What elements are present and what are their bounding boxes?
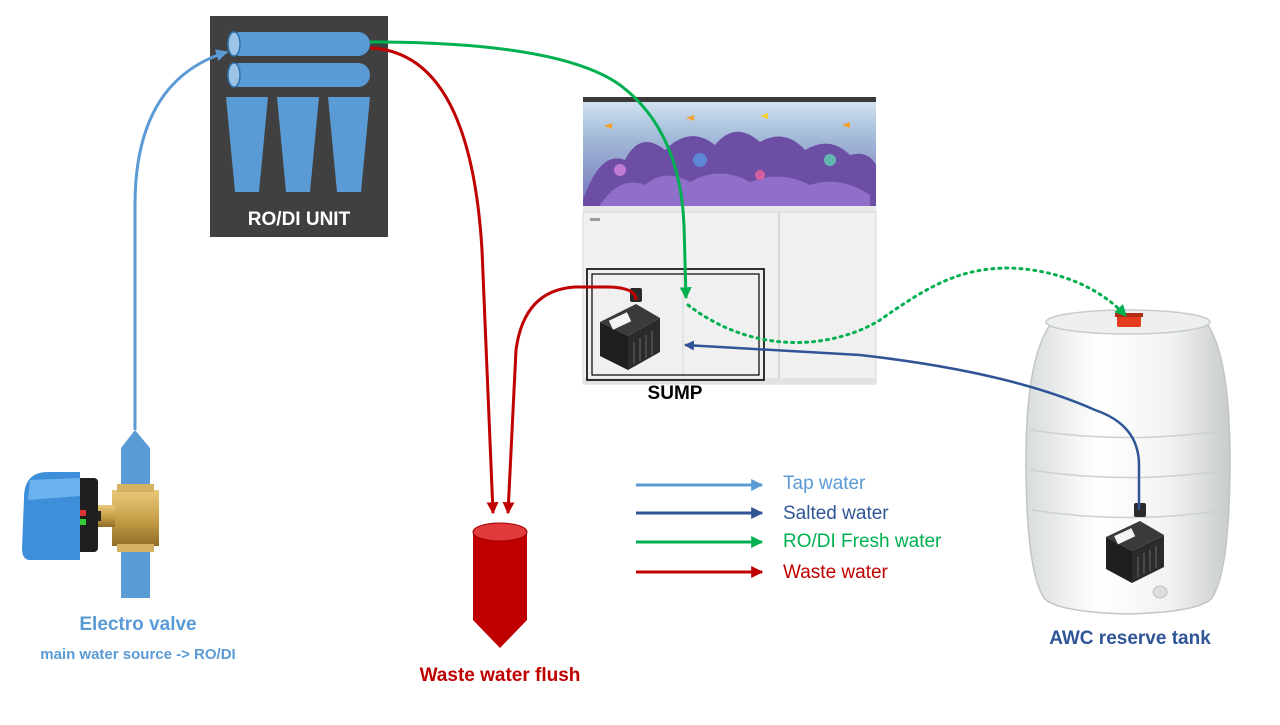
legend — [636, 479, 764, 578]
sump-box — [586, 268, 765, 381]
salted-water-line — [684, 340, 1141, 510]
tap-water-line — [133, 49, 229, 430]
waste-flush-label: Waste water flush — [419, 665, 581, 686]
ro-di-unit — [210, 16, 388, 237]
fresh-water-line — [369, 40, 692, 300]
legend-label-salted: Salted water — [783, 503, 889, 524]
electro-valve-icon — [22, 430, 159, 598]
filter-cartridge-icon — [226, 31, 370, 192]
ro-di-unit-label: RO/DI UNIT — [247, 209, 351, 230]
legend-label-tap: Tap water — [783, 473, 866, 494]
waste-water-line-sump — [502, 285, 638, 515]
awc-tank-label: AWC reserve tank — [1049, 628, 1211, 649]
fresh-water-dotted-line — [686, 266, 1128, 344]
waste-water-line-ro — [369, 46, 499, 515]
sump-label: SUMP — [647, 383, 703, 404]
waste-flush-icon — [472, 522, 528, 648]
electro-valve-sublabel: main water source -> RO/DI — [40, 646, 236, 663]
barrel-tank-icon — [1025, 309, 1231, 615]
legend-label-waste: Waste water — [783, 562, 888, 583]
pump-icon — [1106, 503, 1164, 583]
legend-label-fresh: RO/DI Fresh water — [783, 531, 942, 552]
electro-valve-label: Electro valve — [79, 614, 197, 635]
